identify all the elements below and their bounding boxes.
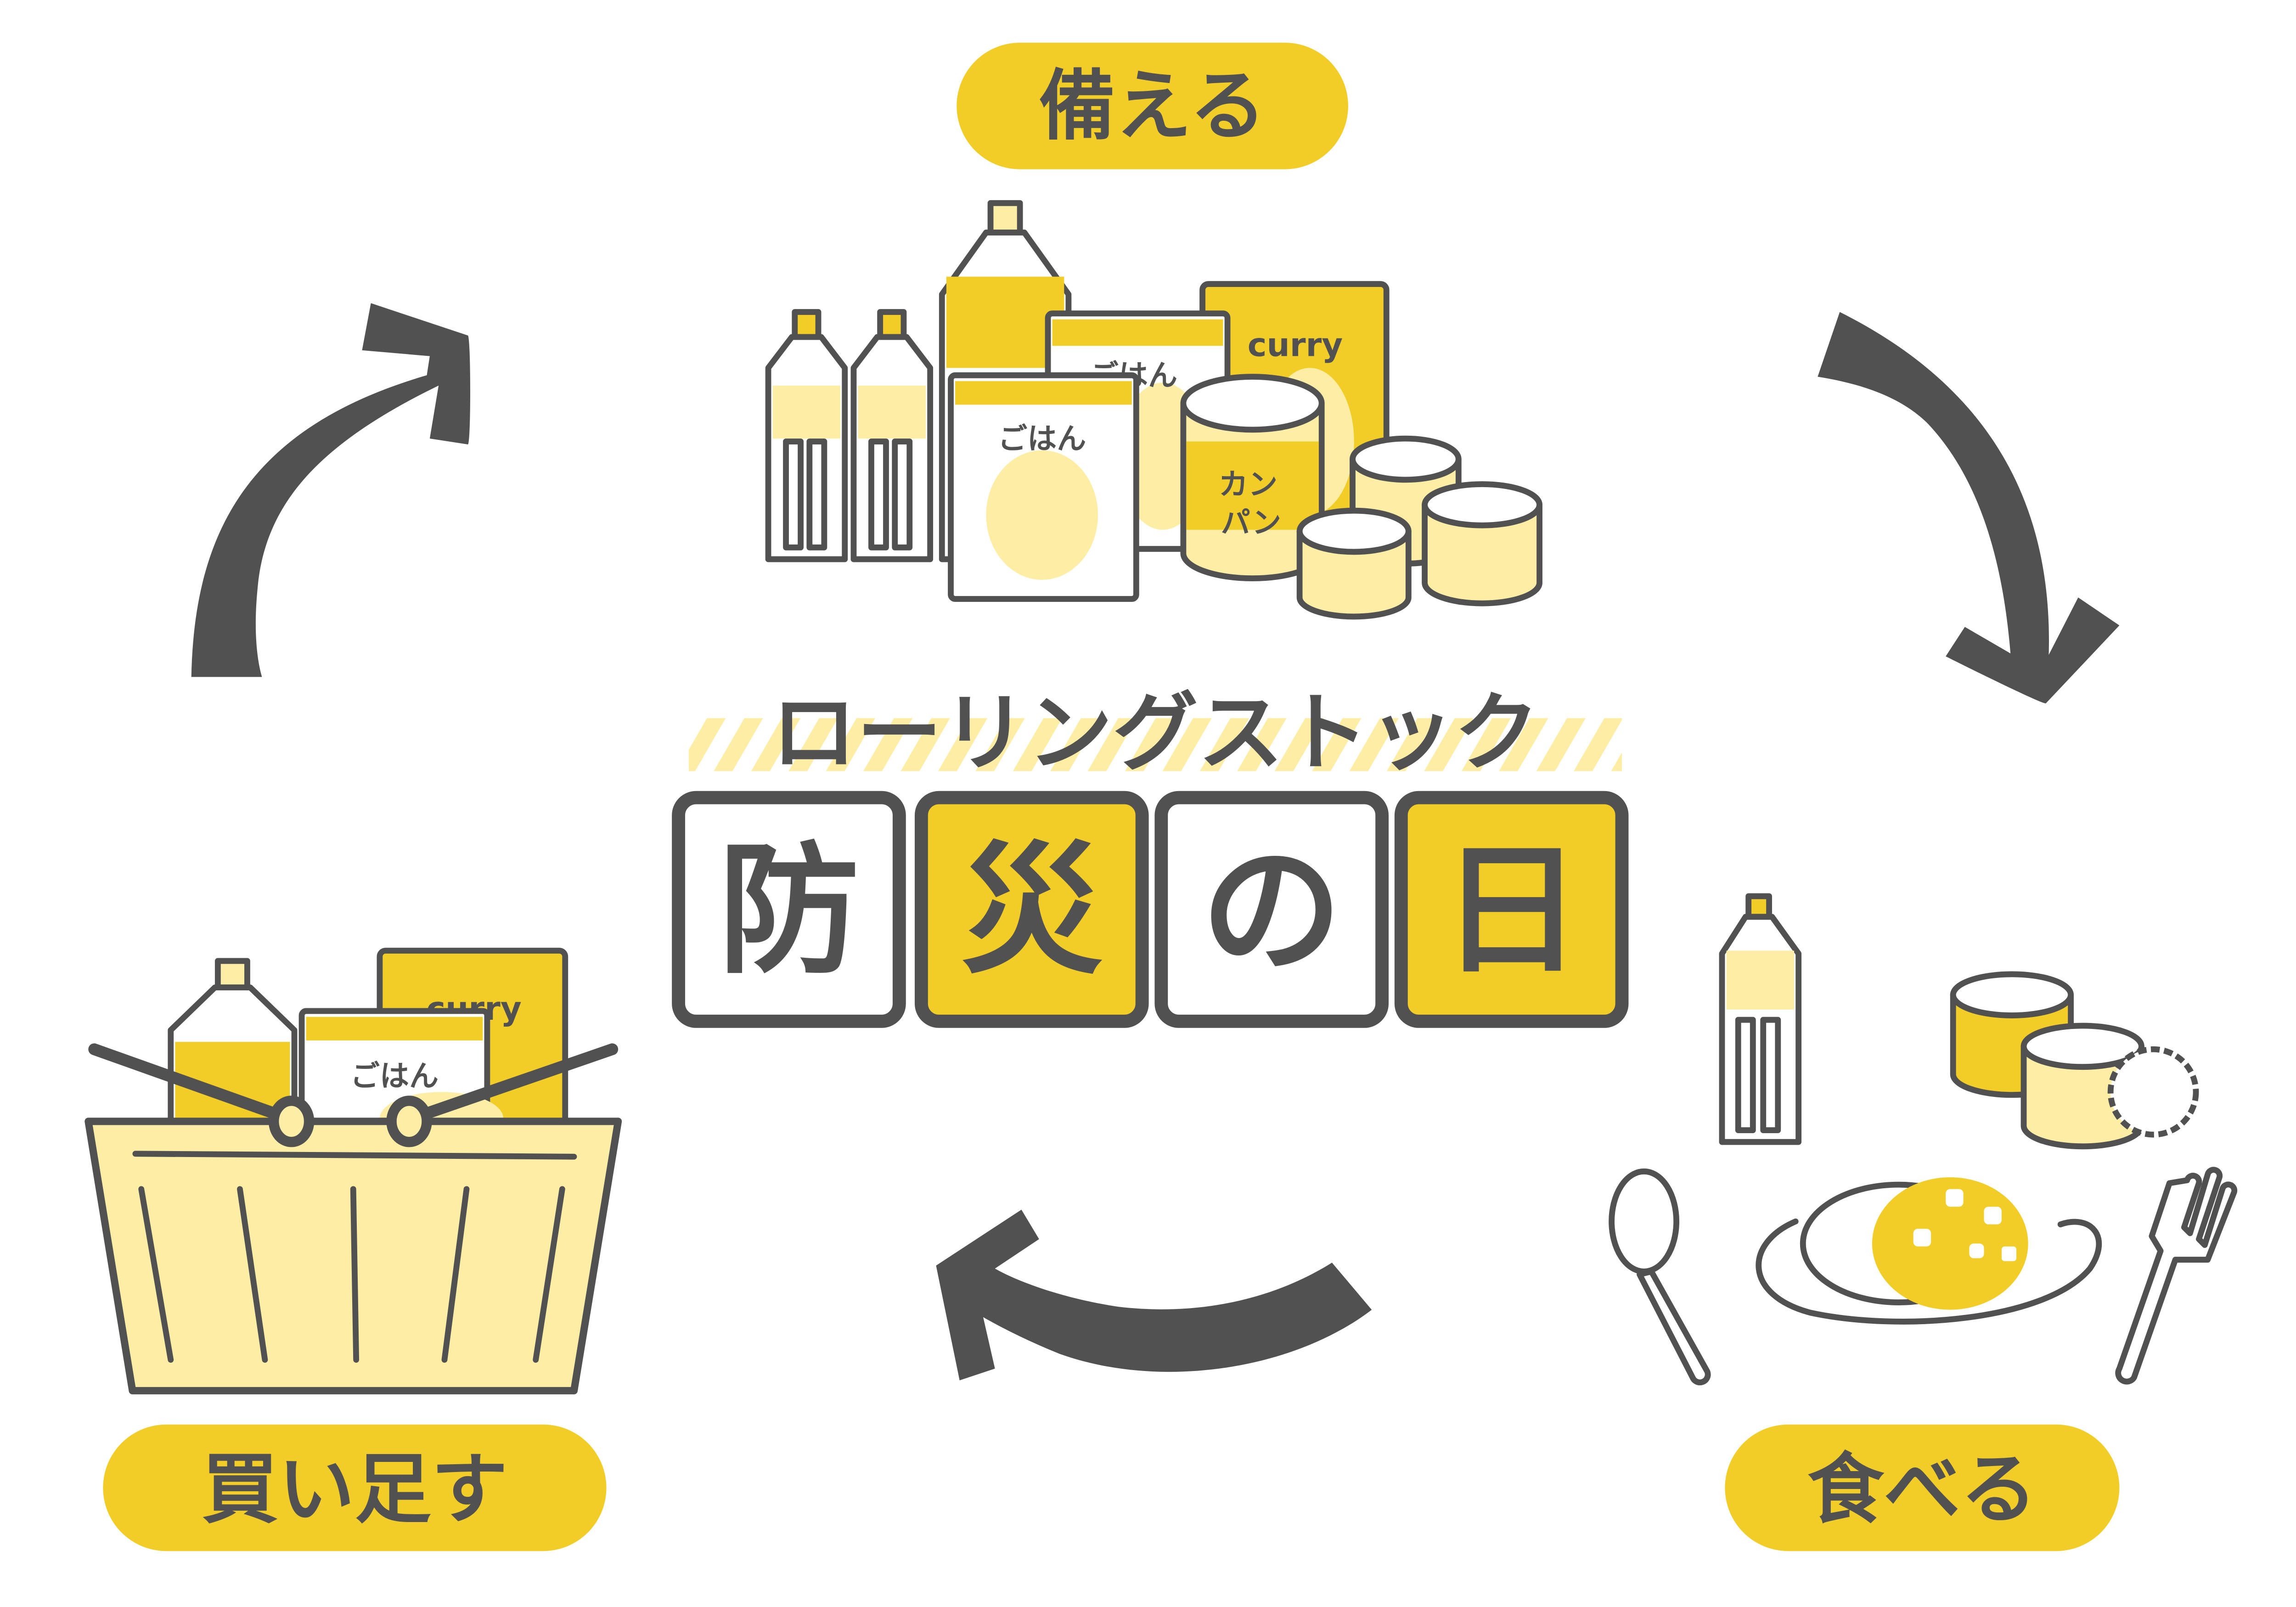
step-label-eat: 食べる (1725, 1424, 2120, 1551)
rice-pack-front-icon: ごはん (948, 372, 1139, 602)
arrow-eat-to-buy-icon (936, 1209, 1372, 1381)
step-label-eat-text: 食べる (1807, 1445, 2037, 1534)
title-char-2: 災 (961, 828, 1103, 993)
step-label-prepare-text: 備える (1039, 62, 1266, 151)
small-can-front-icon (1296, 507, 1412, 620)
title-char-box-3: の (1154, 791, 1389, 1028)
step-label-buy: 買い足す (103, 1424, 607, 1551)
title-subtitle: ローリングストック (771, 683, 1540, 782)
water-bottle-small-1-icon (765, 309, 848, 562)
small-can-right-icon (1422, 481, 1542, 607)
basket-rice-text: ごはん (350, 1059, 439, 1093)
arrow-prepare-to-eat-icon (1818, 312, 2120, 704)
title-char-4: 日 (1441, 828, 1582, 993)
title-char-1: 防 (718, 828, 860, 993)
curry-pouch-text: curry (1248, 326, 1343, 364)
canpan-text-line1: カン (1219, 468, 1277, 502)
spoon-icon (1609, 1168, 1711, 1386)
eat-can-open-icon (2020, 1023, 2199, 1150)
title-char-3: の (1201, 828, 1342, 993)
arrow-buy-to-prepare-icon (191, 303, 471, 677)
water-bottle-small-2-icon (850, 309, 934, 562)
title-char-box-2: 災 (914, 791, 1149, 1028)
title-block: ローリングストック 防 災 の 日 (672, 683, 1629, 1028)
title-stripe-background (689, 718, 1622, 771)
title-char-box-4: 日 (1394, 791, 1629, 1028)
title-char-box-1: 防 (672, 791, 906, 1028)
prepare-illustration: curry ごはん ごはん カン パン (765, 200, 1542, 620)
eat-illustration (1609, 893, 2238, 1386)
shopping-basket-illustration: curry ごはん (84, 948, 622, 1394)
step-label-buy-text: 買い足す (202, 1445, 508, 1534)
step-label-prepare: 備える (957, 42, 1348, 169)
curry-plate-icon (1756, 1177, 2102, 1325)
canpan-text-line2: パン (1221, 506, 1281, 540)
fork-icon (2115, 1167, 2238, 1385)
rice-pack-front-text: ごはん (998, 422, 1086, 456)
eat-bottle-icon (1719, 893, 1802, 1145)
